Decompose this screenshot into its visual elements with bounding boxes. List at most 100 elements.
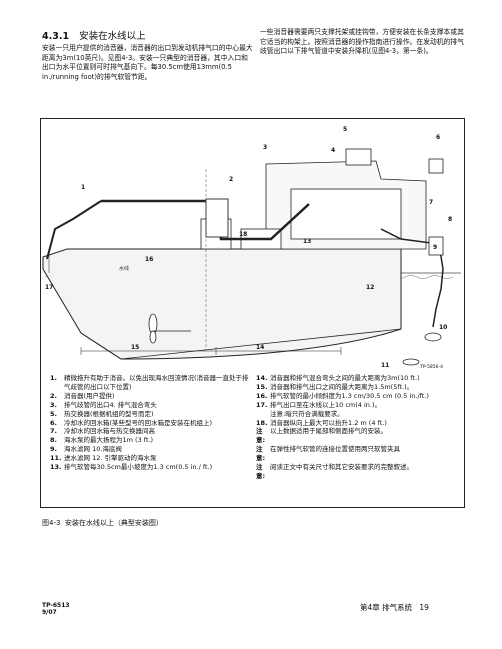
footer-date: 9/07 [42,609,57,616]
legend-text: 冷却水的回水箱与热交换器间高 [64,427,155,436]
callout-15: 15 [131,344,139,351]
legend-number: 9. [50,445,57,454]
legend-text: 进水滤网 12. 引擎驱动的海水泵 [64,454,157,463]
legend-text: 排气软管的最小倾斜度为1.3 cm/30.5 cm (0.5 in./ft.) [270,391,429,400]
legend-number: 3. [50,400,57,409]
legend-text: 消音器和排气出口之间的最大距离为1.5m(5ft.)。 [270,382,414,391]
legend-item: 5. 热交换器(根据机组的型号而定) [50,410,255,419]
legend-number: 2. [50,391,57,400]
callout-11: 11 [381,362,389,369]
legend-text: 海水泵的最大扬程为1m (3 ft.) [64,436,154,445]
legend-number: 7. [50,427,57,436]
legend-text: 在弹性排气软管的连接位置使用两只软管夹具 [270,445,400,454]
legend-number: 注意: [256,427,266,445]
seawater-strainer [428,236,444,256]
intake-strainer [402,358,420,366]
footer-doc: TP-6513 9/07 [42,602,70,616]
legend-number: 注意: [256,463,266,480]
legend-text: 消音器和排气混合弯头之间的最大距离为3m(10 ft.) [270,374,420,382]
callout-17: 17 [45,284,53,291]
heat-exchanger [345,148,372,166]
legend-text: 热交换器(根据机组的型号而定) [64,409,154,418]
footer-page-number: 19 [419,603,429,612]
callout-14: 14 [256,344,264,351]
legend-text: 海水滤网 10.海底阀 [64,445,122,454]
figure-caption: 图4-3 安装在水线以上（典型安装图） [42,518,163,528]
legend-text: 消音器纵向上最大可以抬升1.2 m (4 ft.) [270,418,387,427]
legend-left: 1. 精微拖升有助于消音。以免出现海水回流情况(消音器一直处于排气歧管的出口以下位… [50,374,255,472]
legend-text: 消音器(用户提供) [64,391,115,400]
legend-item: 3. 排气歧管的出口4. 排气混合弯头 [50,401,255,410]
callout-12: 12 [366,284,374,291]
legend-item: 注意: 在弹性排气软管的连接位置使用两只软管夹具 [256,445,466,463]
legend-number: 注意: [256,445,266,463]
section-number: 4.3.1 [42,31,70,42]
muffler [205,198,229,238]
legend-text: 注意:暗只符合满载要求。 [270,409,344,418]
boat-hull [42,248,402,360]
installation-diagram: 1 2 3 4 5 6 7 8 9 10 11 12 13 14 15 16 1… [42,126,461,369]
legend-number: 5. [50,409,57,418]
callout-4: 4 [331,147,335,154]
legend-number: 16. [256,391,268,400]
exhaust-hose [101,199,310,241]
seacock [424,332,442,342]
footer-chapter: 第4章 排气系统 [360,603,413,612]
caption-text: 安装在水线以上（典型安装图） [64,519,163,527]
callout-13: 13 [303,238,311,245]
intro-paragraph-right: 一些消音器需要两只支撑托架或挂钩带，方便安装在长条支撑本或其它适当的构架上。按照… [260,28,464,56]
legend-text: 排气软管每30.5cm最小坡度为1.3 cm(0.5 in./ ft.) [64,463,213,472]
legend-item: 9. 海水滤网 10.海底阀 [50,445,255,454]
legend-item: 注意:暗只符合满载要求。 [256,410,466,419]
legend-number: 14. [256,374,268,382]
legend-number: 8. [50,436,57,445]
legend-text: 冷却水的回水箱(某些型号的回水箱是安装在机组上) [64,418,213,427]
legend-number: 11. [50,454,62,463]
legend-item: 15.消音器和排气出口之间的最大距离为1.5m(5ft.)。 [256,383,466,392]
coolant-recovery-tank [428,158,444,174]
callout-7: 7 [429,199,433,206]
legend-item: 1. 精微拖升有助于消音。以免出现海水回流情况(消音器一直处于排气歧管的出口以下位… [50,374,255,392]
figure-frame: 1 2 3 4 5 6 7 8 9 10 11 12 13 14 15 16 1… [40,118,465,508]
callout-18: 18 [239,231,247,238]
callout-10: 10 [439,324,447,331]
legend-number [256,410,270,419]
legend-right: 14.消音器和排气混合弯头之间的最大距离为3m(10 ft.)15.消音器和排气… [256,374,466,481]
callout-1: 1 [81,184,85,191]
callout-9: 9 [433,244,437,251]
waterline-label: 水线 [119,265,129,272]
callout-2: 2 [229,176,233,183]
legend-item: 7. 冷却水的回水箱与热交换器间高 [50,427,255,436]
legend-text: 阅读正文中有关尺寸和其它安装要求的完整叙述。 [270,463,413,472]
legend-text: 以上数据适用于尾部和侧面排气的安装。 [270,427,387,436]
intro-paragraph-left: 安装一只用户提供的消音器，消音器的出口到发动机排气口的中心最大距离为3m(10英… [42,44,253,81]
legend-text: 排气歧管的出口4. 排气混合弯头 [64,400,157,409]
legend-item: 8. 海水泵的最大扬程为1m (3 ft.) [50,436,255,445]
generator-set [200,160,427,250]
legend-number: 1. [50,374,57,382]
legend-item: 注意: 阅读正文中有关尺寸和其它安装要求的完整叙述。 [256,463,466,481]
propeller [148,313,191,344]
figure-id: TP-5856-4 [420,365,443,370]
legend-item: 2. 消音器(用户提供) [50,392,255,401]
legend-number: 18. [256,418,268,427]
legend-number: 17. [256,400,268,409]
footer-doc-id: TP-6513 [42,602,70,609]
seawater-line [380,228,444,328]
legend-number: 6. [50,418,57,427]
callout-8: 8 [448,216,452,223]
legend-text: 排气出口至在水线以上10 cm(4 in.)。 [270,400,382,409]
legend-item: 14.消音器和排气混合弯头之间的最大距离为3m(10 ft.) [256,374,466,383]
legend-item: 11.进水滤网 12. 引擎驱动的海水泵 [50,454,255,463]
legend-item: 注意: 以上数据适用于尾部和侧面排气的安装。 [256,427,466,445]
section-heading: 4.3.1 安装在水线以上 [42,28,146,42]
legend-text: 精微拖升有助于消音。以免出现海水回流情况(消音器一直处于排气歧管的出口以下位置) [64,374,249,391]
legend-number: 15. [256,382,268,391]
caption-label: 图4-3 [42,519,61,527]
legend-item: 16.排气软管的最小倾斜度为1.3 cm/30.5 cm (0.5 in./ft… [256,392,466,401]
footer-page: 第4章 排气系统 19 [360,602,429,613]
callout-3: 3 [263,144,267,151]
callout-5: 5 [343,126,347,133]
legend-item: 6. 冷却水的回水箱(某些型号的回水箱是安装在机组上) [50,419,255,428]
section-title: 安装在水线以上 [79,31,146,42]
